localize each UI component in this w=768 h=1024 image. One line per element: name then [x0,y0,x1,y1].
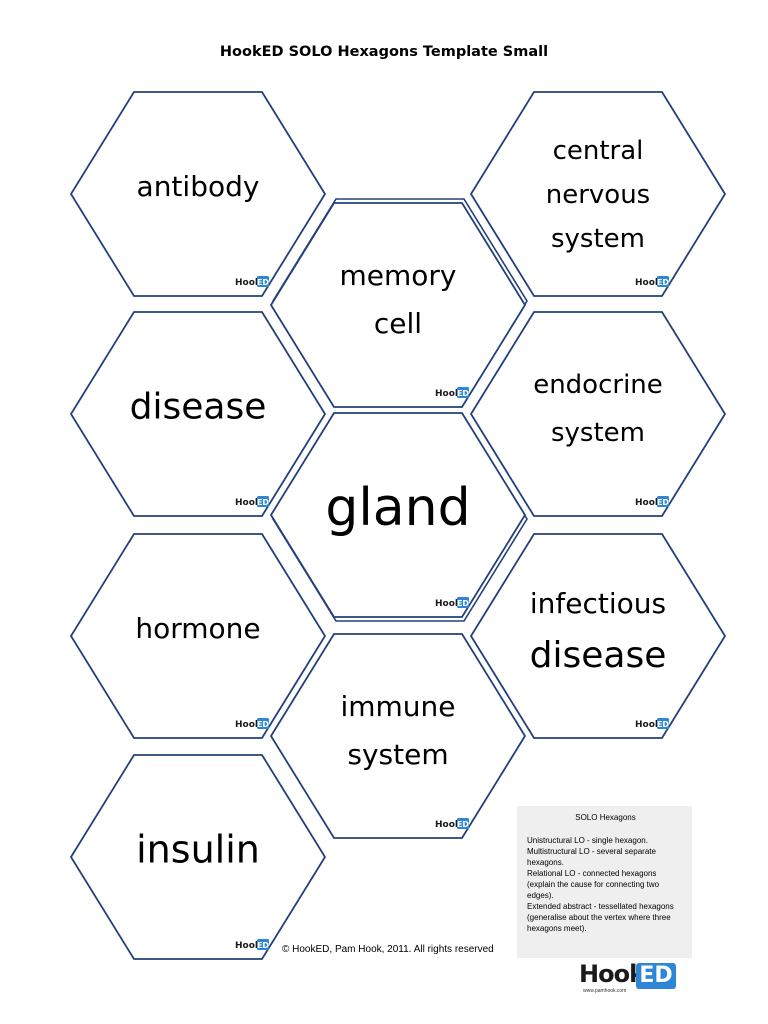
hexagon-logo-ed: ED [657,720,669,729]
page-title: HookED SOLO Hexagons Template Small [219,44,549,60]
hexagon-logo-hook: Hook [635,498,662,508]
hexagon-logo-ed: ED [257,498,269,507]
hexagon-logo-badge [257,276,269,287]
hexagon-label: immune [340,690,455,723]
hexagon-label: cell [374,307,422,340]
hexagon-label: central [553,136,644,166]
hexagon-logo-badge [657,496,669,507]
hexagon-logo: HookED [235,276,269,288]
hexagon-logo-ed: ED [457,820,469,829]
hexagon-logo-hook: Hook [235,720,262,730]
hexagon-logo-ed: ED [457,389,469,398]
hexagon-logo: HookED [435,387,469,399]
hexagon-outline [469,91,727,297]
hexagon-logo-hook: Hook [235,278,262,288]
hexagon-label: antibody [137,170,260,203]
hexagon-logo: HookED [235,939,269,951]
hexagon-logo-badge [257,718,269,729]
hexagon-logo-ed: ED [657,498,669,507]
legend-line: Extended abstract - tessellated hexagons [527,902,674,911]
hexagon-outline [469,311,727,517]
hexagon-logo: HookED [435,597,469,609]
hexagon-outline [69,754,327,960]
hexagon-logo-ed: ED [257,941,269,950]
hexagon-outline [269,412,527,618]
legend-line: (generalise about the vertex where three [527,913,671,922]
hexagon-outline [69,533,327,739]
hexagon-label: insulin [136,827,260,871]
hexagon-logo-hook: Hook [435,599,462,609]
hexagon-logo: HookED [235,496,269,508]
hexagon-logo-badge [257,496,269,507]
hexagon-logo-hook: Hook [435,820,462,830]
logo-ed-badge: ED [636,963,676,989]
hexagon-label: gland [325,478,470,538]
legend-line: Multistructural LO - several separate [527,847,656,856]
hexagon-label: system [347,738,448,771]
hexagon-logo-hook: Hook [435,389,462,399]
hexagon-logo-ed: ED [257,278,269,287]
hexagon-label: endocrine [533,370,663,400]
hexagon-logo-badge [257,939,269,950]
hexagon-logo: HookED [635,496,669,508]
hexagon-outline [269,202,527,408]
hexagon-logo-badge [657,276,669,287]
hexagon-outline [69,311,327,517]
hexagon-logo-ed: ED [257,720,269,729]
hexagon-logo: HookED [635,718,669,730]
hexagon-logo-badge [657,718,669,729]
hexagon-logo-ed: ED [457,599,469,608]
solo-legend-box: SOLO Hexagons Unistructural LO - single … [517,806,692,958]
hexagon-outline [69,91,327,297]
copyright-notice: © HookED, Pam Hook, 2011. All rights res… [282,944,494,955]
hexagon-logo-badge [457,387,469,398]
hexagon-logo-hook: Hook [635,720,662,730]
hexagon-logo: HookED [235,718,269,730]
legend-line: Unistructural LO - single hexagon. [527,836,648,845]
logo-hook-text: Hook [579,960,645,988]
hexagon-label: hormone [135,612,260,645]
hexagon-logo-ed: ED [657,278,669,287]
hexagon-label: memory [340,259,457,292]
hexagon-logo-hook: Hook [235,498,262,508]
hexagon-logo: HookED [635,276,669,288]
hexagon-label: disease [530,635,667,676]
hexagon-logo: HookED [435,818,469,830]
legend-line: hexagons meet). [527,924,587,933]
logo-url: www.pamhook.com [583,988,627,994]
hexagon-label: system [551,224,645,254]
hexagon-outline [469,533,727,739]
hexagon-outline [269,633,527,839]
legend-line: edges). [527,891,554,900]
hexagon-logo-hook: Hook [635,278,662,288]
hexagon-logo-badge [457,818,469,829]
hooked-logo: Hook ED www.pamhook.com [579,960,679,994]
hexagon-label: disease [130,387,267,428]
legend-title: SOLO Hexagons [575,813,636,822]
hexagon-logo-badge [457,597,469,608]
legend-line: hexagons. [527,858,564,867]
legend-line: (explain the cause for connecting two [527,880,660,889]
hexagon-label: infectious [530,587,666,620]
hexagon-label: nervous [546,180,650,210]
hexagon-label: system [551,418,645,448]
legend-line: Relational LO - connected hexagons [527,869,657,878]
hexagon-logo-hook: Hook [235,941,262,951]
